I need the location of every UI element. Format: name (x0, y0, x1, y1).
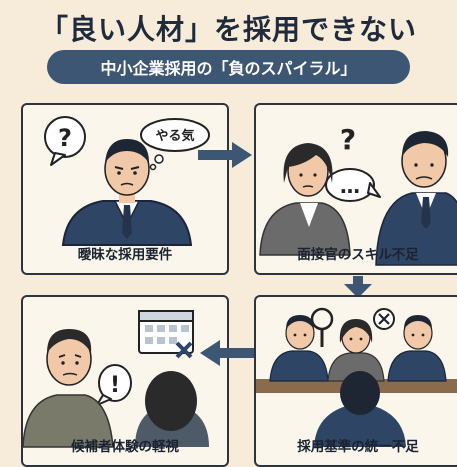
panel-caption: 面接官のスキル不足 (297, 247, 419, 263)
exclamation-icon: ! (110, 373, 120, 398)
interviewers-illustration: ? … (259, 123, 457, 266)
panel-caption: 候補者体験の軽視 (71, 439, 179, 455)
panel-interviewer-skills: ? … 面接官のスキル不足 (254, 103, 457, 275)
panel-vague-requirements: ? やる気 曖昧な採用要件 (21, 103, 229, 275)
question-mark-icon: ? (340, 123, 356, 156)
calendar-icon (138, 310, 194, 354)
ellipsis-bubble-text: … (340, 174, 360, 198)
subtitle-text: 中小企業採用の「負のスパイラル」 (100, 59, 357, 78)
motivation-bubble-text: やる気 (155, 128, 194, 144)
worried-candidate-illustration: ! (23, 310, 209, 448)
arrow-down-icon (344, 276, 372, 298)
cross-mark-icon (175, 341, 193, 359)
panel-criteria-inconsistency: 採用基準の統一不足 (254, 295, 457, 467)
interview-panel-illustration (256, 307, 457, 447)
arrow-left-icon (200, 340, 254, 366)
panel-caption: 採用基準の統一不足 (297, 439, 419, 455)
page-title: 「良い人材」を採用できない (39, 13, 417, 46)
confused-man-illustration: ? やる気 (44, 116, 210, 246)
question-mark-icon: ? (58, 124, 72, 152)
arrow-right-icon (198, 142, 252, 168)
subtitle-banner: 中小企業採用の「負のスパイラル」 (47, 50, 410, 84)
cross-circle-icon (373, 308, 395, 330)
panel-candidate-experience: ! 候補者体験の軽視 (21, 295, 229, 467)
panel-caption: 曖昧な採用要件 (77, 247, 173, 263)
magnifier-icon (310, 307, 334, 347)
